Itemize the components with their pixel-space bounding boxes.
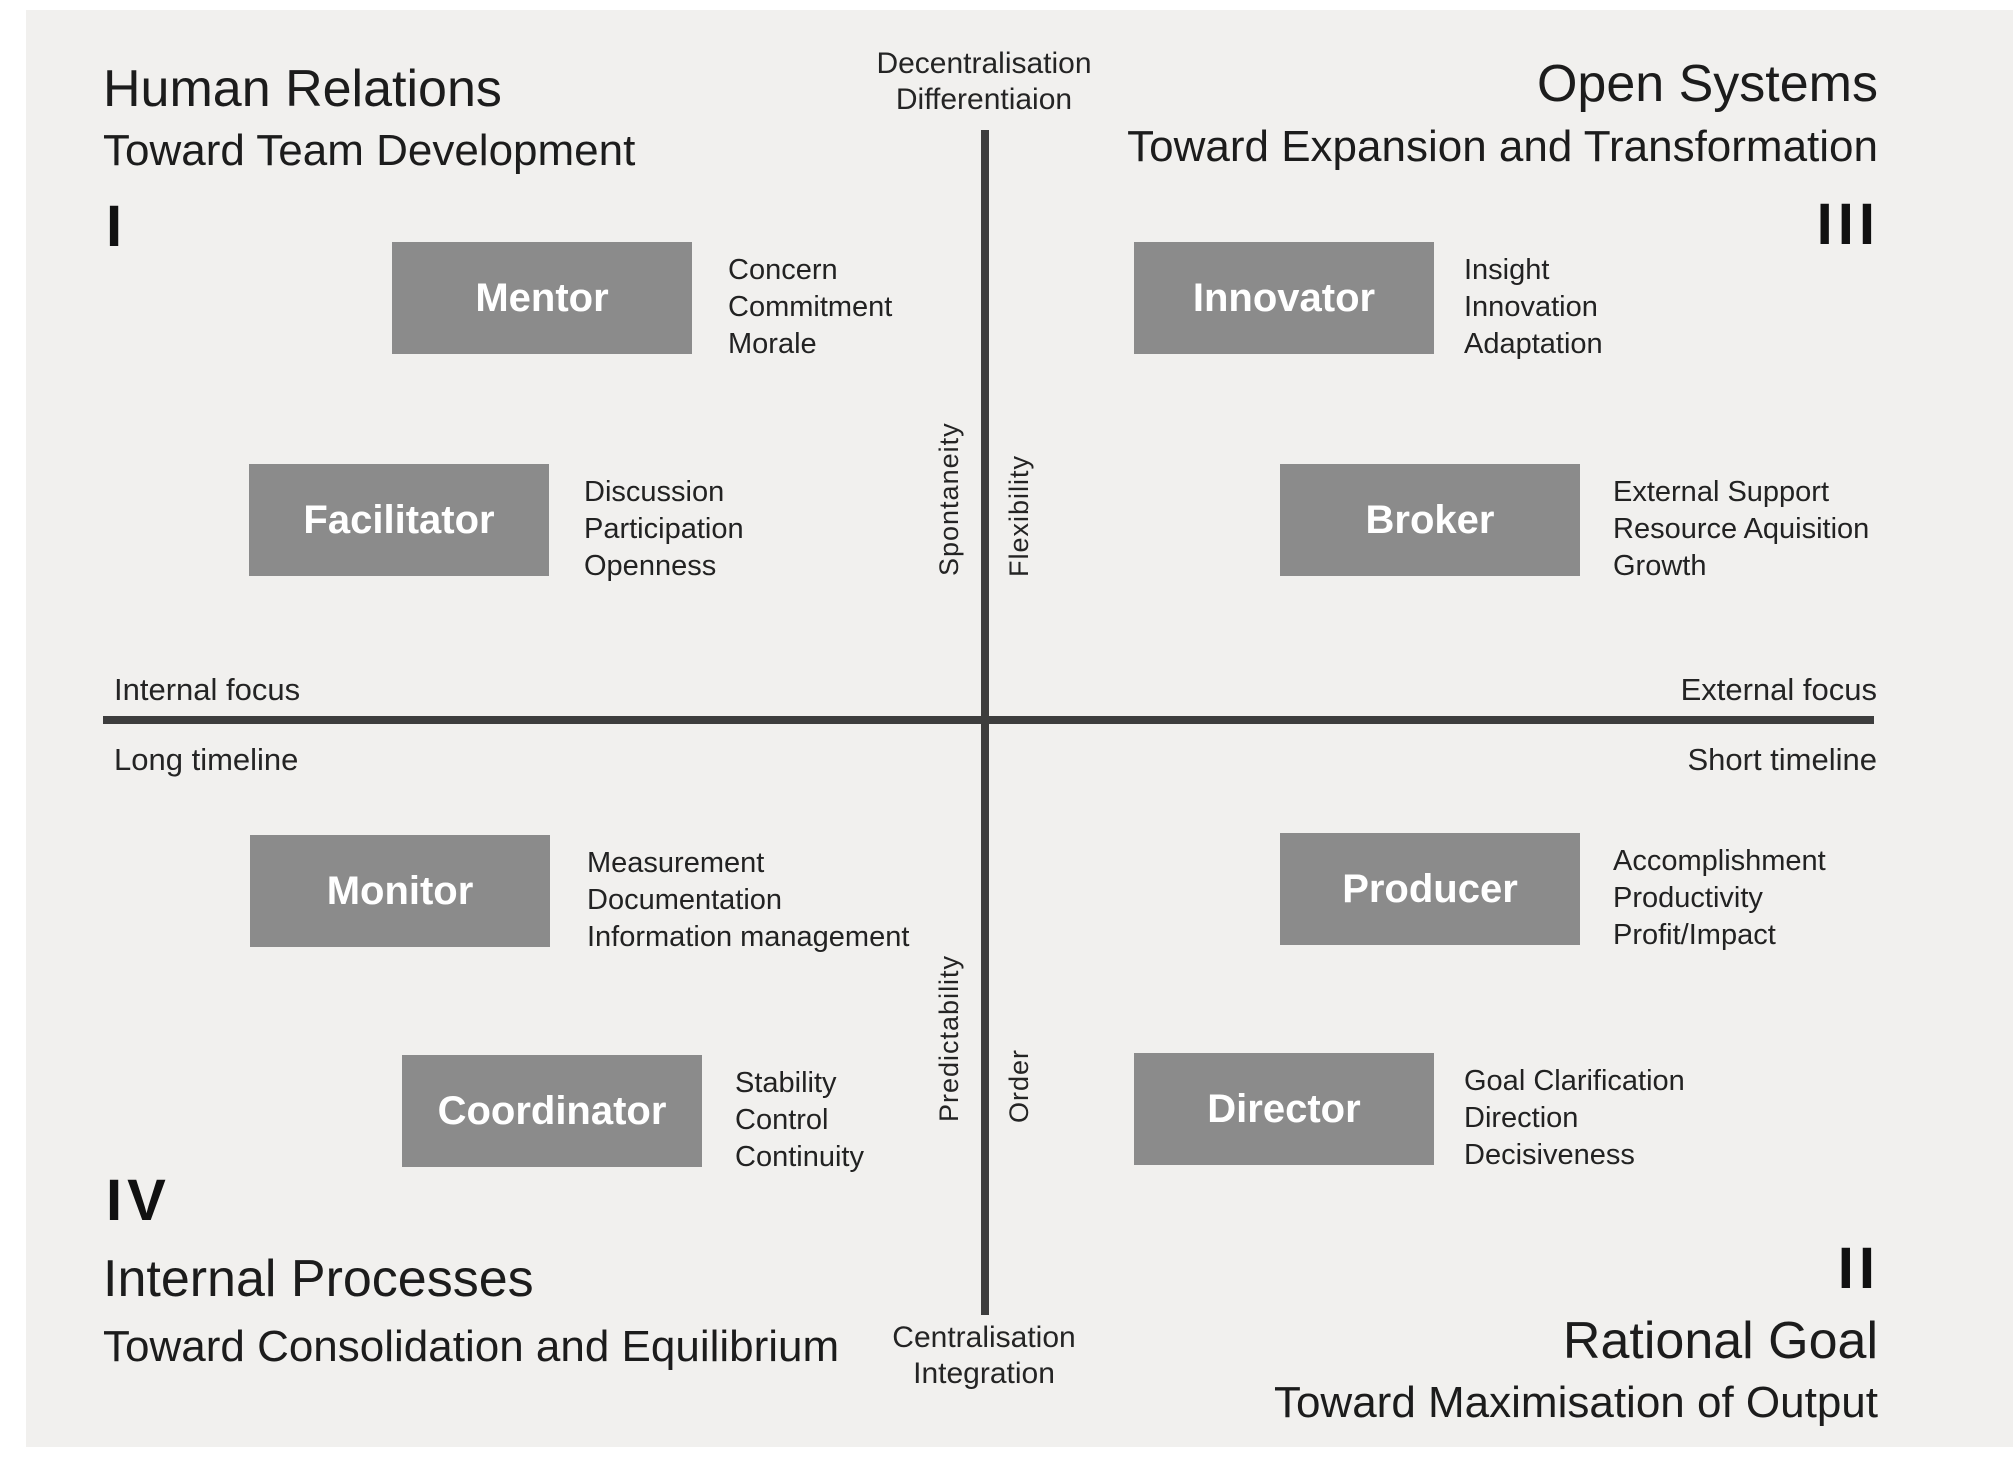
role-traits-director: Goal Clarification Direction Decisivenes… <box>1464 1063 1685 1174</box>
role-box-director: Director <box>1134 1053 1434 1165</box>
trait-line: Openness <box>584 550 717 582</box>
role-label-producer: Producer <box>1342 866 1518 911</box>
trait-line: Decisiveness <box>1464 1139 1635 1171</box>
role-label-broker: Broker <box>1365 497 1495 542</box>
role-traits-facilitator: Discussion Participation Openness <box>584 474 744 585</box>
trait-line: Discussion <box>584 476 725 508</box>
role-label-director: Director <box>1207 1086 1361 1131</box>
role-traits-producer: Accomplishment Productivity Profit/Impac… <box>1613 843 1826 954</box>
trait-line: Growth <box>1613 550 1707 582</box>
role-box-monitor: Monitor <box>250 835 550 947</box>
role-box-broker: Broker <box>1280 464 1580 576</box>
trait-line: Innovation <box>1464 291 1598 323</box>
axis-label-decentralisation: Decentralisation <box>876 47 1092 80</box>
quadrant-title-rational-goal: Rational Goal <box>1562 1312 1878 1370</box>
role-label-innovator: Innovator <box>1192 275 1376 320</box>
trait-line: Adaptation <box>1464 328 1603 360</box>
quadrant-title-open-systems: Open Systems <box>1536 55 1878 113</box>
quadrant-subtitle-internal-processes: Toward Consolidation and Equilibrium <box>103 1322 840 1371</box>
role-box-innovator: Innovator <box>1134 242 1434 354</box>
quadrant-numeral-iv: IV <box>106 1168 171 1233</box>
quadrant-title-internal-processes: Internal Processes <box>103 1250 534 1308</box>
axis-label-external-focus: External focus <box>1680 672 1877 707</box>
axis-label-top: Decentralisation Differentiaion <box>784 46 1184 118</box>
role-traits-coordinator: Stability Control Continuity <box>735 1065 864 1176</box>
trait-line: Participation <box>584 513 744 545</box>
quadrant-numeral-iii: III <box>1816 192 1880 257</box>
trait-line: Continuity <box>735 1141 864 1173</box>
trait-line: Control <box>735 1104 829 1136</box>
axis-label-centralisation: Centralisation <box>892 1321 1076 1354</box>
role-traits-broker: External Support Resource Aquisition Gro… <box>1613 474 1869 585</box>
trait-line: External Support <box>1613 476 1830 508</box>
quadrant-subtitle-rational-goal: Toward Maximisation of Output <box>1273 1378 1878 1427</box>
role-label-facilitator: Facilitator <box>303 497 495 542</box>
trait-line: Stability <box>735 1067 837 1099</box>
trait-line: Direction <box>1464 1102 1579 1134</box>
role-box-producer: Producer <box>1280 833 1580 945</box>
axis-label-flexibility: Flexibility <box>1004 454 1034 577</box>
axis-label-short-timeline: Short timeline <box>1687 742 1877 777</box>
quadrant-numeral-i: I <box>106 194 128 259</box>
trait-line: Accomplishment <box>1613 845 1826 877</box>
quadrant-numeral-ii: II <box>1837 1236 1880 1301</box>
quadrant-subtitle-human-relations: Toward Team Development <box>103 126 636 175</box>
role-traits-mentor: Concern Commitment Morale <box>728 252 892 363</box>
role-box-mentor: Mentor <box>392 242 692 354</box>
trait-line: Resource Aquisition <box>1613 513 1870 545</box>
trait-line: Concern <box>728 254 838 286</box>
axis-label-predictability: Predictability <box>934 954 964 1122</box>
trait-line: Goal Clarification <box>1464 1065 1685 1097</box>
trait-line: Commitment <box>728 291 893 323</box>
axis-label-internal-focus: Internal focus <box>114 672 301 707</box>
horizontal-axis-line <box>103 716 1874 724</box>
role-label-monitor: Monitor <box>326 868 474 913</box>
role-box-facilitator: Facilitator <box>249 464 549 576</box>
axis-label-bottom: Centralisation Integration <box>784 1320 1184 1392</box>
role-box-coordinator: Coordinator <box>402 1055 702 1167</box>
trait-line: Information management <box>587 921 910 953</box>
trait-line: Documentation <box>587 884 783 916</box>
axis-label-differentiation: Differentiaion <box>895 83 1073 116</box>
role-label-coordinator: Coordinator <box>437 1088 667 1133</box>
role-traits-innovator: Insight Innovation Adaptation <box>1464 252 1603 363</box>
quadrant-title-human-relations: Human Relations <box>103 60 502 118</box>
axis-label-order: Order <box>1004 1048 1034 1123</box>
quadrant-subtitle-open-systems: Toward Expansion and Transformation <box>1127 122 1878 171</box>
axis-label-long-timeline: Long timeline <box>114 742 299 777</box>
trait-line: Insight <box>1464 254 1550 286</box>
diagram-canvas: Human Relations Toward Team Development … <box>26 10 2013 1447</box>
axis-label-integration: Integration <box>913 1357 1055 1390</box>
trait-line: Morale <box>728 328 817 360</box>
role-label-mentor: Mentor <box>475 275 609 320</box>
axis-label-spontaneity: Spontaneity <box>934 422 964 576</box>
trait-line: Measurement <box>587 847 765 879</box>
trait-line: Productivity <box>1613 882 1763 914</box>
role-traits-monitor: Measurement Documentation Information ma… <box>587 845 909 956</box>
trait-line: Profit/Impact <box>1613 919 1776 951</box>
